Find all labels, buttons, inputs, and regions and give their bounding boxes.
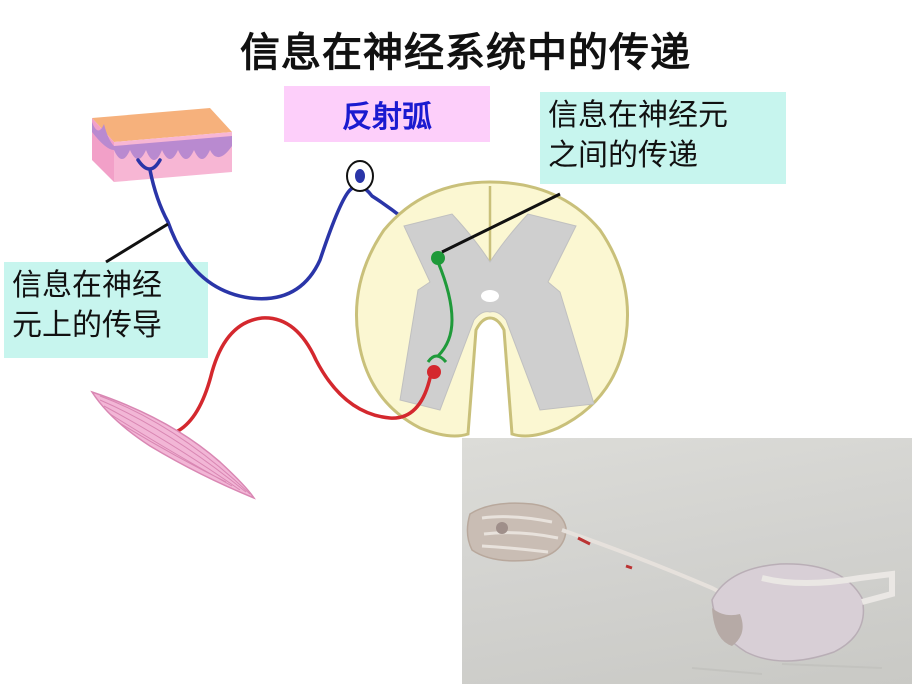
callout-along-line-2: 元上的传导	[12, 308, 162, 343]
callout-between-line-2: 之间的传递	[548, 138, 698, 173]
callout-between-neurons: 信息在神经元 之间的传递	[540, 92, 786, 184]
callout-along-pointer	[105, 222, 169, 264]
muscle-effector-illustration	[90, 390, 256, 500]
callout-between-pointer	[441, 192, 561, 254]
reflex-arc-label: 反射弧	[284, 86, 490, 142]
spinal-cord-cross-section	[354, 180, 630, 438]
central-canal	[481, 290, 499, 302]
slide-title: 信息在神经系统中的传递	[240, 30, 691, 76]
specimen-photo	[462, 438, 912, 684]
specimen-photo-drawing	[466, 502, 895, 675]
skin-receptor-illustration	[92, 108, 232, 182]
callout-along-neuron: 信息在神经 元上的传导	[4, 262, 208, 358]
callout-between-line-1: 信息在神经元	[548, 98, 728, 133]
callout-along-line-1: 信息在神经	[12, 268, 162, 303]
interneuron	[426, 251, 454, 364]
